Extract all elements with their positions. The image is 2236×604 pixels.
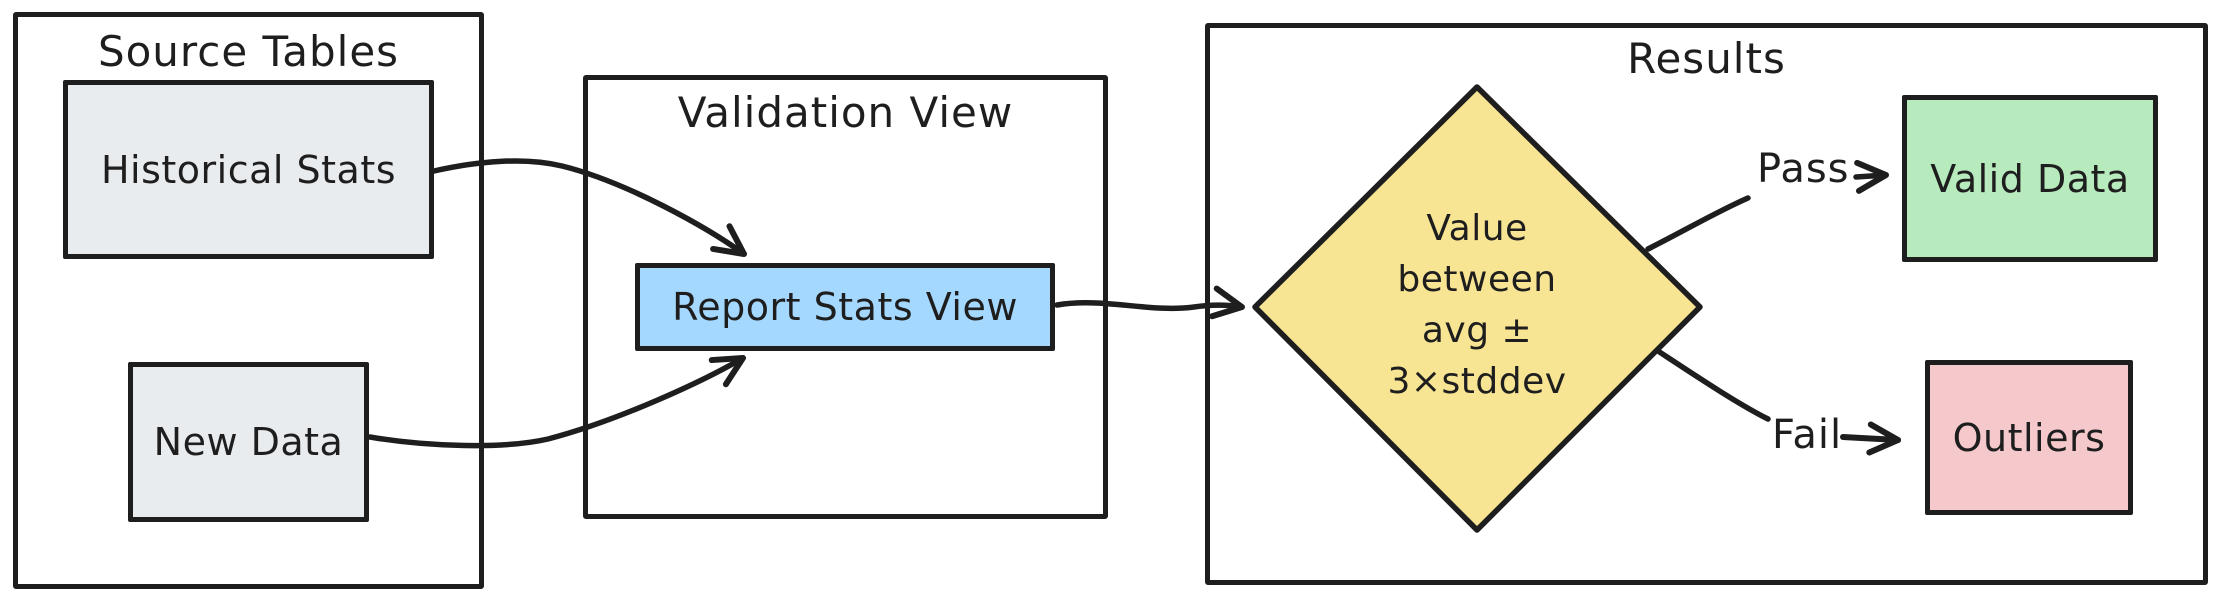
container-source-tables: Source Tables (13, 12, 484, 589)
node-outliers-label: Outliers (1952, 415, 2106, 460)
container-validation-view: Validation View (583, 75, 1108, 519)
container-source-tables-title: Source Tables (97, 27, 400, 76)
edge-fail-label: Fail (1772, 412, 1843, 458)
container-results-title: Results (1627, 34, 1786, 83)
node-valid-data: Valid Data (1902, 95, 2158, 262)
node-new-data: New Data (128, 362, 369, 522)
container-validation-view-title: Validation View (677, 88, 1014, 137)
edge-pass-label: Pass (1757, 146, 1850, 192)
node-decision-diamond-label: Value between avg ± 3×stddev (1387, 208, 1567, 402)
node-historical-stats-label: Historical Stats (100, 147, 397, 192)
node-historical-stats: Historical Stats (63, 80, 434, 259)
node-outliers: Outliers (1925, 360, 2133, 515)
node-report-stats-view-label: Report Stats View (672, 285, 1018, 329)
node-valid-data-label: Valid Data (1930, 156, 2130, 201)
node-report-stats-view: Report Stats View (635, 263, 1055, 351)
node-new-data-label: New Data (153, 420, 344, 464)
